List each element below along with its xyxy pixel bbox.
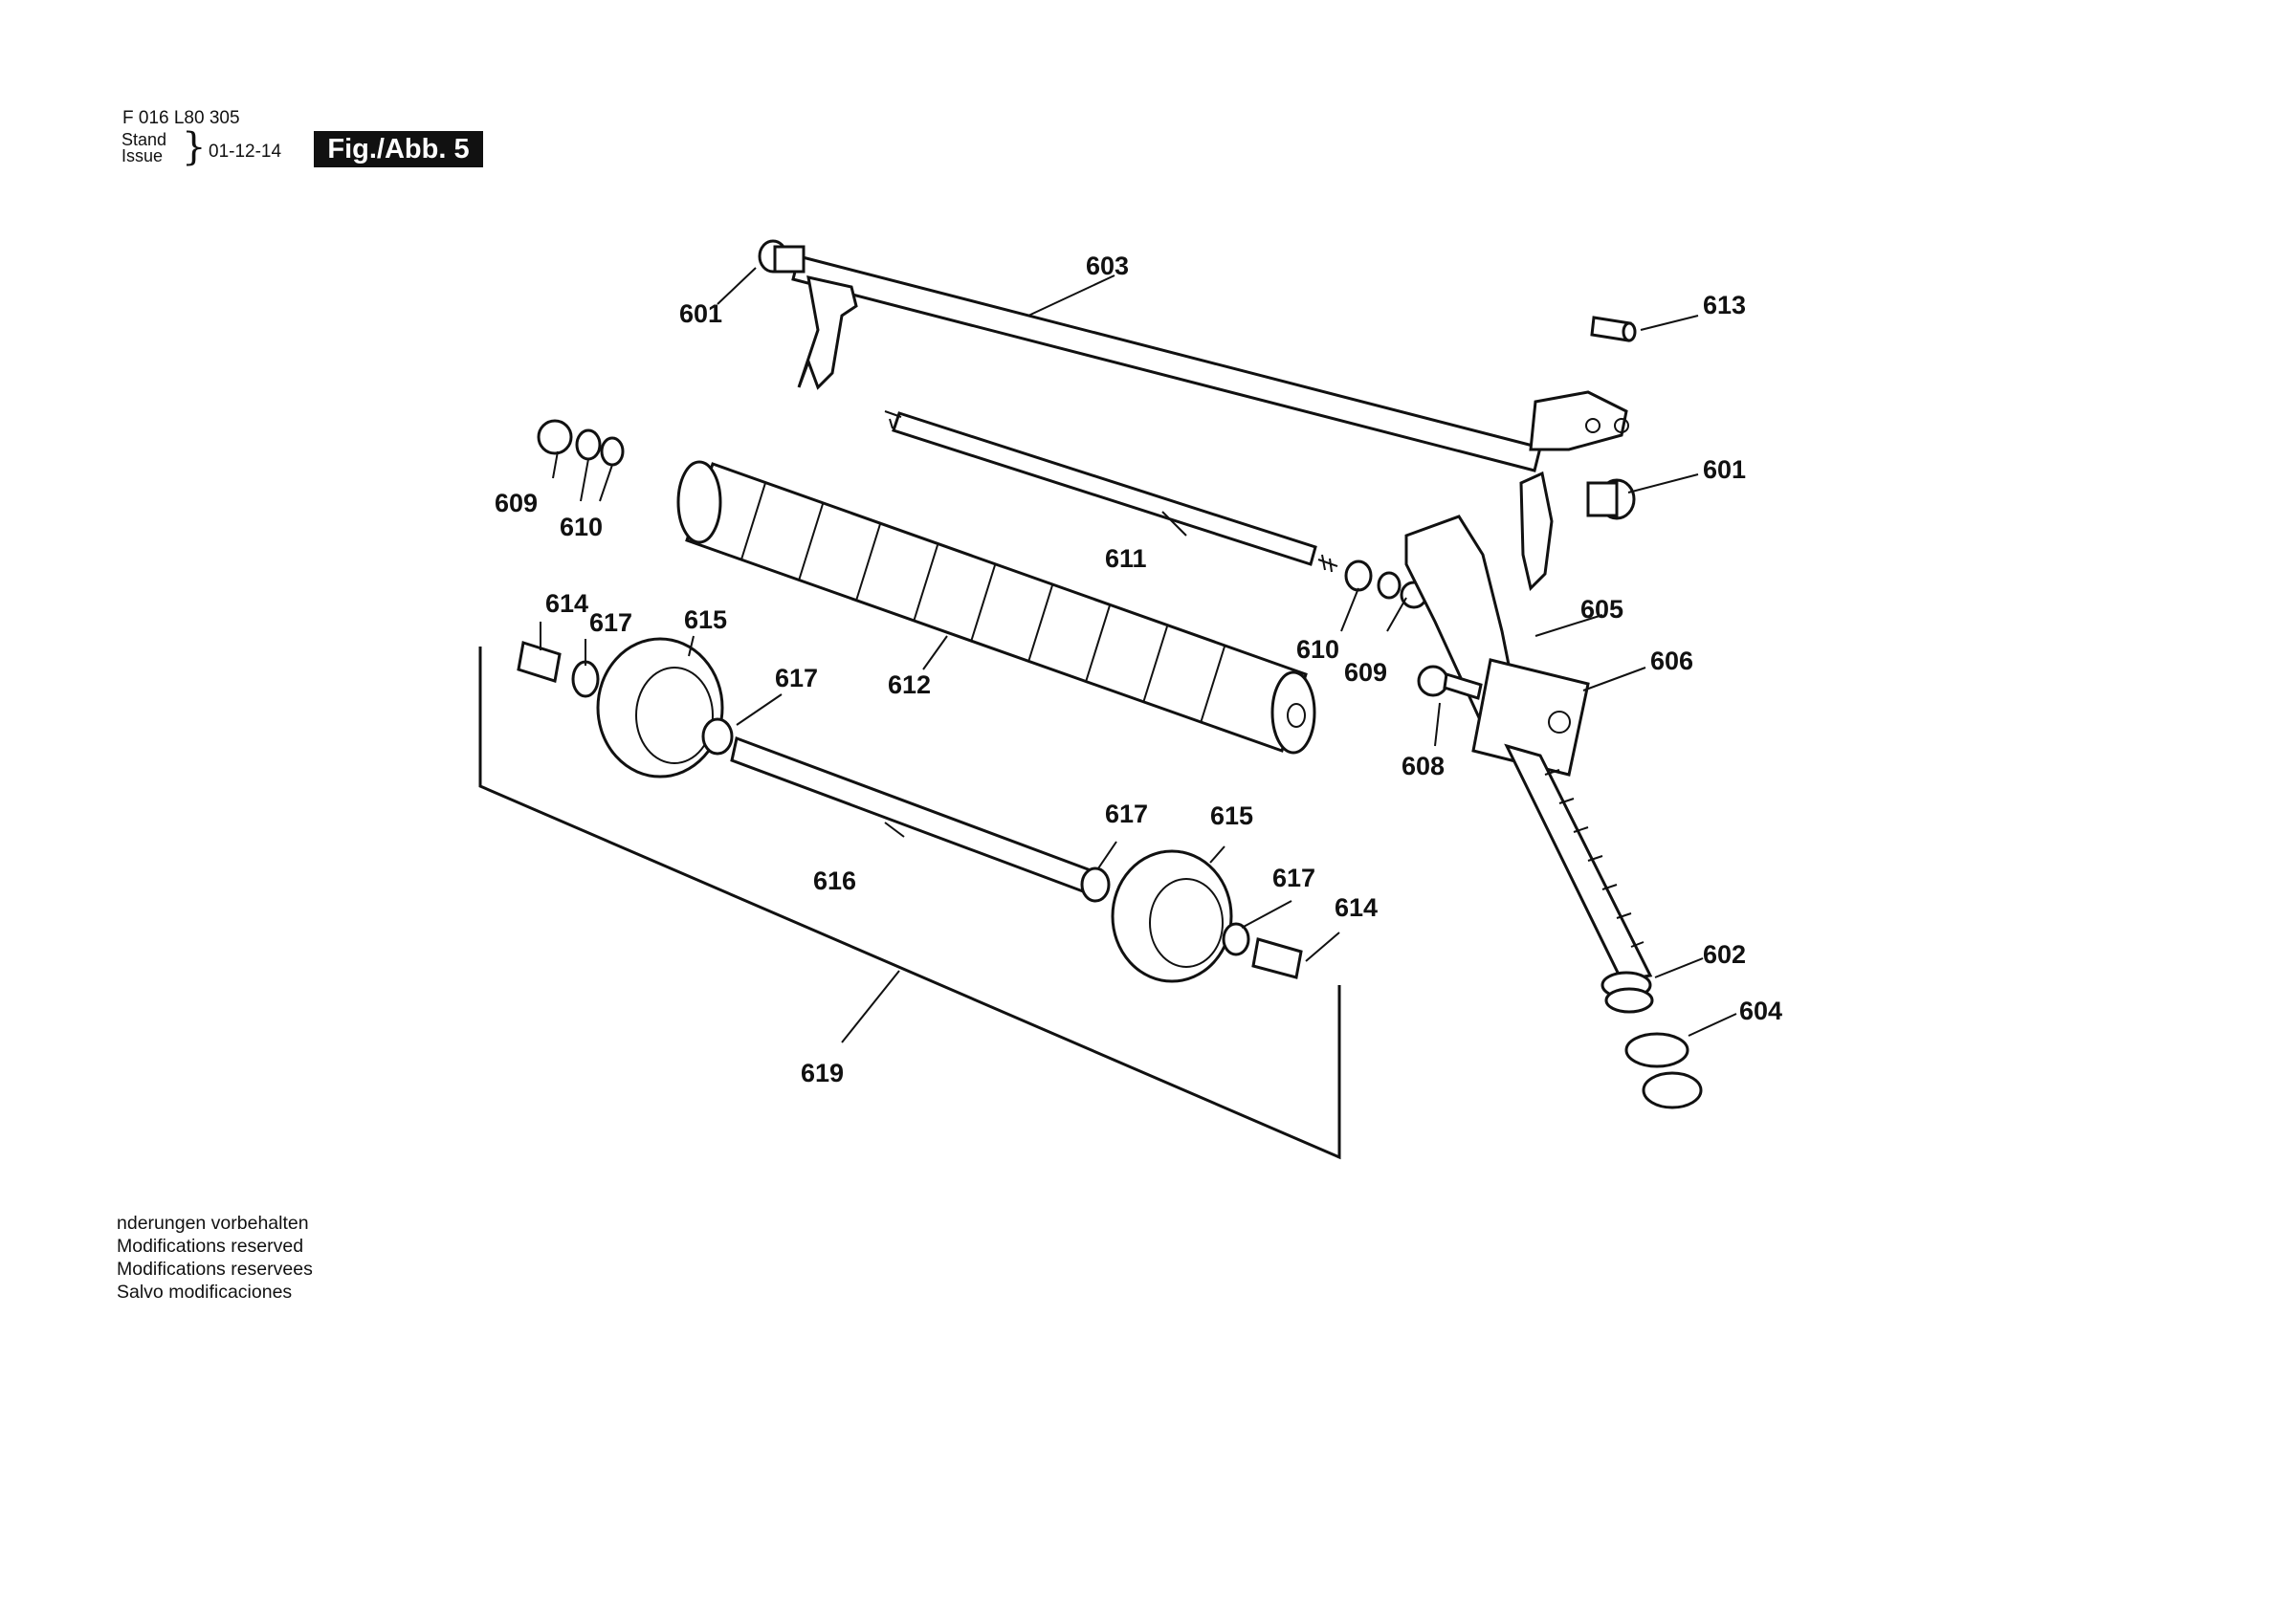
part-602-604-fasteners xyxy=(1601,971,1703,1109)
part-619-assembly-bracket xyxy=(478,647,1341,1160)
callout-612: 612 xyxy=(888,670,931,699)
callout-617-right: 617 xyxy=(1272,864,1315,892)
callout-603: 603 xyxy=(1086,252,1129,280)
callout-610-left: 610 xyxy=(560,513,603,541)
issue-label: Issue xyxy=(121,146,164,165)
callout-606: 606 xyxy=(1650,647,1693,675)
part-608-bolt xyxy=(1417,665,1483,700)
part-611-rod xyxy=(884,410,1338,573)
callout-614-left: 614 xyxy=(545,589,588,618)
callout-619: 619 xyxy=(801,1059,844,1087)
part-612-roller xyxy=(676,460,1316,755)
note-line-english: Modifications reserved xyxy=(117,1236,304,1257)
document-number: F 016 L80 305 xyxy=(122,108,240,128)
callout-608: 608 xyxy=(1402,752,1445,780)
part-601-caps xyxy=(758,239,1636,520)
modification-notes: nderungen vorbehalten Modifications rese… xyxy=(117,1212,313,1304)
brace-glyph: } xyxy=(182,125,207,169)
figure-label: Fig./Abb. 5 xyxy=(314,131,483,167)
note-line-french: Modifications reservees xyxy=(117,1259,313,1280)
callout-617-center: 617 xyxy=(1105,800,1148,828)
leader-lines xyxy=(540,267,1737,1043)
callout-601-right: 601 xyxy=(1703,455,1746,484)
callout-615-right: 615 xyxy=(1210,801,1253,830)
part-605-handle xyxy=(1404,515,1653,982)
note-line-spanish: Salvo modificaciones xyxy=(117,1282,293,1303)
part-613-pin xyxy=(1590,316,1637,342)
callout-617-left: 617 xyxy=(589,608,632,637)
issue-date: 01-12-14 xyxy=(209,142,282,162)
callout-614-right: 614 xyxy=(1335,893,1378,922)
callout-611: 611 xyxy=(1105,544,1147,573)
callout-616: 616 xyxy=(813,866,856,895)
part-609-610-left xyxy=(537,419,625,467)
callout-604: 604 xyxy=(1739,997,1782,1025)
callout-601-left: 601 xyxy=(679,299,722,328)
callout-615-left: 615 xyxy=(684,605,727,634)
callout-605: 605 xyxy=(1580,595,1623,624)
callout-613: 613 xyxy=(1703,291,1746,319)
callout-602: 602 xyxy=(1703,940,1746,969)
stand-label: Stand xyxy=(121,130,167,149)
callout-609-right: 609 xyxy=(1344,658,1387,687)
part-615-wheels xyxy=(517,637,1303,983)
callout-610-right: 610 xyxy=(1296,635,1339,664)
note-line-german: nderungen vorbehalten xyxy=(117,1213,309,1234)
callout-609-left: 609 xyxy=(495,489,538,517)
stand-issue-labels: Stand Issue xyxy=(121,130,167,165)
callout-617-mid: 617 xyxy=(775,664,818,692)
